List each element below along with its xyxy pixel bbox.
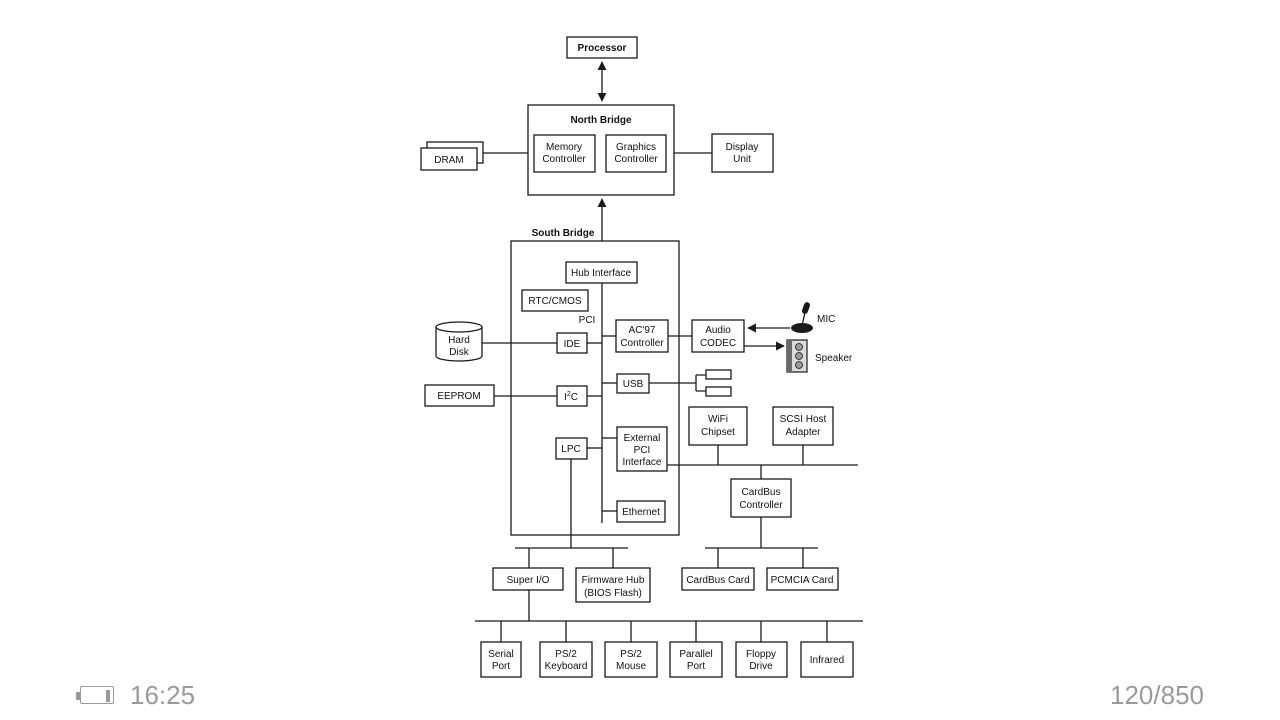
cardbus-card-label: CardBus Card: [686, 575, 749, 586]
firmware-hub-box: [575, 567, 651, 603]
infrared-label: Infrared: [810, 655, 844, 666]
scsi-adapter-label-2: Adapter: [785, 427, 821, 438]
south-bridge-label: South Bridge: [532, 228, 595, 239]
external-pci-label-2: PCI: [634, 445, 651, 456]
ethernet-label: Ethernet: [622, 507, 660, 518]
wifi-chipset-label-2: Chipset: [701, 427, 735, 438]
parallel-port-label-2: Port: [687, 661, 706, 672]
rtc-cmos-box: [521, 289, 589, 312]
firmware-hub-label-1: Firmware Hub: [582, 575, 645, 586]
ps2-keyboard-label-1: PS/2: [555, 649, 577, 660]
dram-box: [420, 147, 478, 171]
memory-controller-box: [533, 134, 596, 173]
parallel-port-box: [669, 641, 723, 678]
processor-box: [566, 36, 638, 59]
floppy-drive-box: [735, 641, 788, 678]
cardbus-controller-label-1: CardBus: [742, 487, 781, 498]
display-unit-label-1: Display: [726, 142, 759, 153]
memory-controller-label-1: Memory: [546, 142, 582, 153]
battery-icon: [76, 685, 116, 706]
graphics-controller-label-1: Graphics: [616, 142, 656, 153]
hard-disk-cylinder: [435, 327, 483, 362]
hard-disk-label-2: Disk: [449, 347, 469, 358]
floppy-drive-label-2: Drive: [749, 661, 773, 672]
microphone-icon: [791, 302, 813, 333]
page-counter: 120/850: [1110, 680, 1204, 710]
rtc-cmos-label: RTC/CMOS: [528, 296, 581, 307]
memory-controller-label-2: Controller: [542, 154, 586, 165]
status-bar: 16:25: [76, 680, 195, 711]
mic-label: MIC: [817, 314, 835, 325]
ps2-mouse-label-2: Mouse: [616, 661, 646, 672]
super-io-box: [492, 567, 564, 591]
i2c-label: I2C: [564, 391, 578, 403]
floppy-drive-label-1: Floppy: [746, 649, 776, 660]
dram-label: DRAM: [434, 155, 463, 166]
wifi-chipset-label-1: WiFi: [708, 414, 728, 425]
serial-port-label-1: Serial: [488, 649, 514, 660]
serial-port-label-2: Port: [492, 661, 511, 672]
scsi-adapter-label-1: SCSI Host: [780, 414, 827, 425]
cardbus-controller-label-2: Controller: [739, 500, 783, 511]
lpc-label: LPC: [561, 444, 580, 455]
external-pci-label-1: External: [624, 433, 661, 444]
display-unit-label-2: Unit: [733, 154, 751, 165]
ps2-keyboard-box: [539, 641, 593, 678]
super-io-label: Super I/O: [507, 575, 550, 586]
infrared-box: [800, 641, 854, 678]
audio-codec-label-2: CODEC: [700, 338, 736, 349]
usb-port-1: [705, 369, 732, 380]
external-pci-box: [616, 426, 668, 472]
scsi-adapter-box: [772, 406, 834, 446]
audio-codec-label-1: Audio: [705, 325, 731, 336]
usb-port-2: [705, 386, 732, 397]
graphics-controller-box: [605, 134, 667, 173]
ps2-keyboard-label-2: Keyboard: [545, 661, 588, 672]
south-bridge-box: [510, 240, 680, 536]
hard-disk-top: [435, 321, 483, 333]
speaker-icon: [786, 339, 808, 373]
clock-time: 16:25: [130, 680, 196, 710]
speaker-label: Speaker: [815, 353, 853, 364]
usb-label: USB: [623, 379, 644, 390]
pci-label: PCI: [579, 315, 596, 326]
wifi-chipset-box: [688, 406, 748, 446]
hub-interface-label: Hub Interface: [571, 268, 631, 279]
processor-label: Processor: [578, 43, 627, 54]
firmware-hub-label-2: (BIOS Flash): [584, 588, 642, 599]
cardbus-card-box: [681, 567, 755, 591]
external-pci-label-3: Interface: [623, 457, 662, 468]
ac97-label-1: AC'97: [629, 325, 656, 336]
ac97-box: [615, 319, 669, 353]
graphics-controller-label-2: Controller: [614, 154, 658, 165]
north-bridge-label: North Bridge: [570, 115, 632, 126]
usb-connectors-link: [649, 374, 706, 392]
ps2-mouse-box: [604, 641, 658, 678]
ps2-mouse-label-1: PS/2: [620, 649, 642, 660]
parallel-port-label-1: Parallel: [679, 649, 712, 660]
cardbus-controller-box: [730, 478, 792, 518]
hard-disk-label-1: Hard: [448, 335, 470, 346]
serial-port-box: [480, 641, 522, 678]
eeprom-label: EEPROM: [437, 391, 480, 402]
audio-codec-box: [691, 319, 745, 353]
ide-label: IDE: [564, 339, 581, 350]
display-unit-box: [711, 133, 774, 173]
pcmcia-card-box: [766, 567, 839, 591]
pcmcia-card-label: PCMCIA Card: [771, 575, 834, 586]
ac97-label-2: Controller: [620, 338, 664, 349]
